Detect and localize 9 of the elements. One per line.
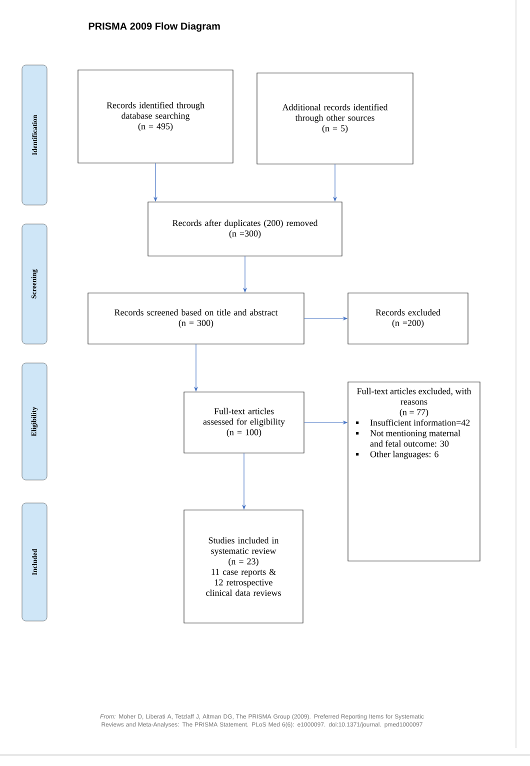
process-box: Studies included in systematic review (n = 23) 11 case reports & 12 retrospective clinical data reviews bbox=[184, 510, 304, 624]
process-box: Additional records identified through other sources (n = 5) bbox=[256, 72, 414, 164]
title: PRISMA 2009 Flow Diagram bbox=[88, 22, 220, 32]
process-box: Records screened based on title and abstract (n = 300) bbox=[88, 292, 304, 344]
process-box: Records after duplicates (200) removed (n =300) bbox=[148, 202, 342, 256]
exclusion-box: Full-text articles excluded, with reasons (n = 77) Insufficient information=42 Not mentioning maternal and fetal outcome: 30 Other languages: 6 bbox=[348, 382, 480, 562]
process-box: Records identified through database searching (n = 495) bbox=[78, 70, 234, 164]
process-box: Full-text articles assessed for eligibility (n = 100) bbox=[184, 392, 304, 454]
process-box: Records excluded (n =200) bbox=[348, 292, 468, 344]
